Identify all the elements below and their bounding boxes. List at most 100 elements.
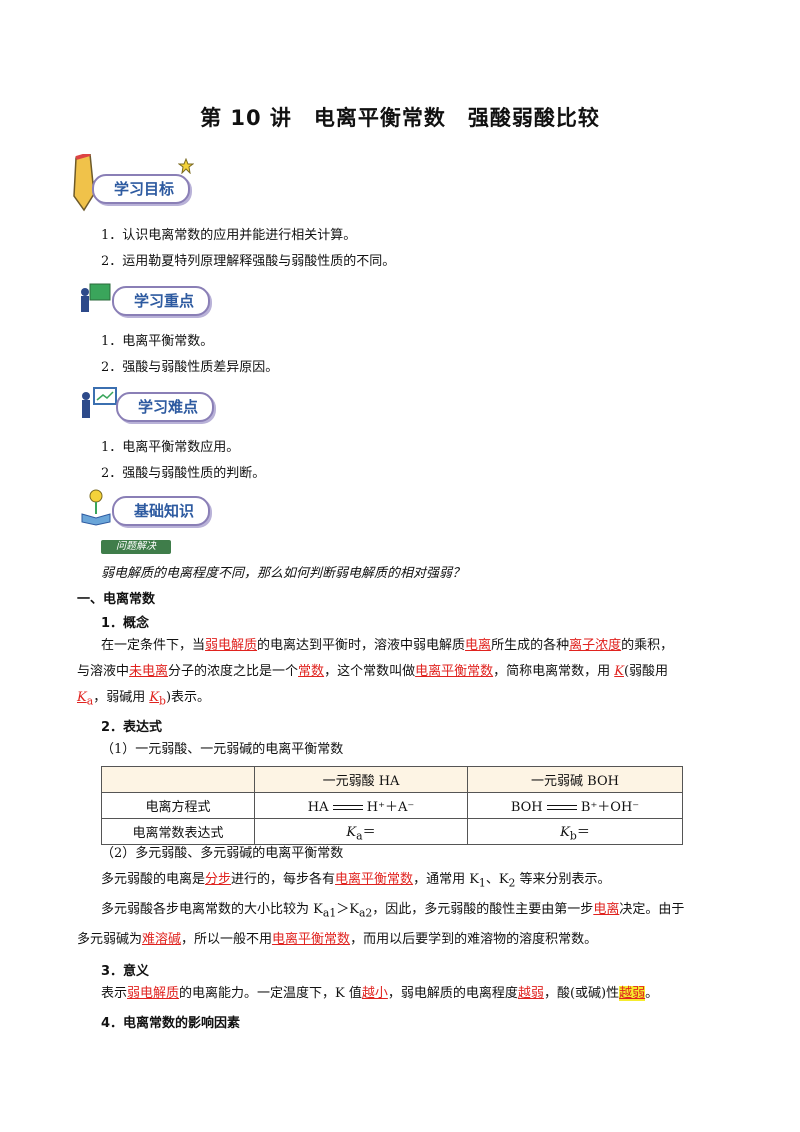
text: ，弱电解质的电离程度 xyxy=(387,986,518,1001)
highlighted-answer: 越弱 xyxy=(619,986,646,1001)
text: ＞K xyxy=(336,902,359,917)
table-cell: Kb＝ xyxy=(467,818,683,845)
text: ，这个常数叫做 xyxy=(324,664,416,679)
table-cell: HA H⁺＋A⁻ xyxy=(254,792,468,819)
expr-label: （1）一元弱酸、一元弱碱的电离平衡常数 xyxy=(101,742,344,757)
symbol: K xyxy=(77,690,87,705)
text: 在一定条件下，当 xyxy=(101,638,206,653)
table-cell: Ka＝ xyxy=(254,818,468,845)
text: 分子的浓度之比是一个 xyxy=(168,664,299,679)
text: ，而用以后要学到的难溶物的溶度积常数。 xyxy=(350,932,598,947)
blank-answer: 越小 xyxy=(361,986,388,1001)
table-row: 电离方程式 HA H⁺＋A⁻ BOH B⁺＋OH⁻ xyxy=(101,792,683,819)
difficulty-1: 1．电离平衡常数应用。 xyxy=(101,440,240,455)
symbol: K xyxy=(560,824,570,840)
intro-question: 弱电解质的电离程度不同，那么如何判断弱电解质的相对强弱？ xyxy=(101,566,466,581)
table-header: 一元弱酸 HA xyxy=(254,766,468,793)
blank-answer: Ka xyxy=(77,690,94,708)
banner-key: 学习重点 xyxy=(74,278,224,318)
text: ，弱碱用 xyxy=(93,690,150,705)
subscript: a xyxy=(356,829,363,843)
goal-1: 1．认识电离常数的应用并能进行相关计算。 xyxy=(101,228,357,243)
text: H⁺＋A⁻ xyxy=(366,800,415,815)
text: B⁺＋OH⁻ xyxy=(580,800,640,815)
section-1-3-heading: 3．意义 xyxy=(101,964,150,979)
table-row: 电离常数表达式 Ka＝ Kb＝ xyxy=(101,818,683,845)
pencil-icon xyxy=(73,154,95,212)
symbol: K xyxy=(149,690,160,705)
text: 的电离达到平衡时，溶液中弱电解质 xyxy=(257,638,466,653)
text: 的电离能力。一定温度下，K 值 xyxy=(179,986,362,1001)
difficulty-2: 2．强酸与弱酸性质的判断。 xyxy=(101,466,266,481)
multi-line-2: 多元弱酸各步电离常数的大小比较为 Ka1＞Ka2，因此，多元弱酸的酸性主要由第一… xyxy=(101,898,684,926)
text: ，简称电离常数，用 xyxy=(493,664,615,679)
text: ，酸(或碱)性 xyxy=(543,986,620,1001)
text: HA xyxy=(307,800,329,815)
subscript: 1 xyxy=(478,876,486,890)
banner-basics-label: 基础知识 xyxy=(134,502,195,520)
subscript: a2 xyxy=(358,906,373,920)
subscript: a xyxy=(86,694,94,708)
text: 、K xyxy=(485,872,509,887)
text: 多元弱酸各步电离常数的大小比较为 K xyxy=(101,902,323,917)
table-cell: BOH B⁺＋OH⁻ xyxy=(467,792,683,819)
subscript: a1 xyxy=(322,906,337,920)
text: 进行的，每步各有 xyxy=(231,872,336,887)
blank-answer: 弱电解质 xyxy=(127,986,180,1001)
text: 表示 xyxy=(101,986,128,1001)
table-row: 一元弱酸 HA 一元弱碱 BOH xyxy=(101,766,683,793)
blank-answer: 电离平衡常数 xyxy=(335,872,414,887)
text: 决定。由于 xyxy=(619,902,685,917)
equilibrium-arrow-icon xyxy=(332,804,363,812)
blank-answer: 电离平衡常数 xyxy=(415,664,494,679)
subscript: 2 xyxy=(508,876,516,890)
multi-line-1: 多元弱酸的电离是分步进行的，每步各有电离平衡常数，通常用 K1、K2 等来分别表… xyxy=(101,868,611,896)
concept-line-2: 与溶液中未电离分子的浓度之比是一个常数，这个常数叫做电离平衡常数，简称电离常数，… xyxy=(77,660,668,684)
text: 所生成的各种 xyxy=(491,638,570,653)
book-lightbulb-icon xyxy=(81,489,111,526)
banner-key-label: 学习重点 xyxy=(134,292,195,310)
blank-answer: 离子浓度 xyxy=(569,638,622,653)
star-icon xyxy=(178,158,194,174)
section-1-1-heading: 1．概念 xyxy=(101,616,150,631)
text: 与溶液中 xyxy=(77,664,130,679)
banner-goals: 学习目标 xyxy=(70,154,230,212)
text: 多元弱酸的电离是 xyxy=(101,872,206,887)
section-1-4-heading: 4．电离常数的影响因素 xyxy=(101,1016,241,1031)
meaning-line: 表示弱电解质的电离能力。一定温度下，K 值越小，弱电解质的电离程度越弱，酸(或碱… xyxy=(101,982,658,1006)
blank-answer: 越弱 xyxy=(517,986,544,1001)
goal-2: 2．运用勒夏特列原理解释强酸与弱酸性质的不同。 xyxy=(101,254,396,269)
text: ，因此，多元弱酸的酸性主要由第一步 xyxy=(372,902,594,917)
text: )表示。 xyxy=(165,690,211,705)
text: (弱酸用 xyxy=(623,664,669,679)
blank-answer: Kb xyxy=(149,690,166,708)
presenter-icon xyxy=(82,387,117,418)
keypoint-1: 1．电离平衡常数。 xyxy=(101,334,214,349)
keypoint-2: 2．强酸与弱酸性质差异原因。 xyxy=(101,360,279,375)
banner-basics: 基础知识 xyxy=(74,488,224,528)
text: 等来分别表示。 xyxy=(515,872,611,887)
equilibrium-arrow-icon xyxy=(546,804,577,812)
text: ＝ xyxy=(576,824,590,840)
section-1-2-heading: 2．表达式 xyxy=(101,720,163,735)
problem-solving-tag: 问题解决 xyxy=(101,540,171,554)
page-title: 第 10 讲 电离平衡常数 强酸弱酸比较 xyxy=(200,106,600,130)
table-header: 一元弱碱 BOH xyxy=(467,766,683,793)
text: 。 xyxy=(645,986,659,1001)
table-cell: 电离常数表达式 xyxy=(101,818,255,845)
section-1-heading: 一、电离常数 xyxy=(77,592,156,607)
blank-answer: 难溶碱 xyxy=(142,932,182,947)
ionization-table: 一元弱酸 HA 一元弱碱 BOH 电离方程式 HA H⁺＋A⁻ BOH B⁺＋O… xyxy=(101,766,683,845)
blank-answer: 未电离 xyxy=(129,664,169,679)
text: BOH xyxy=(510,800,543,815)
banner-difficult: 学习难点 xyxy=(74,384,224,424)
blank-answer: 电离平衡常数 xyxy=(272,932,351,947)
text: 多元弱碱为 xyxy=(77,932,143,947)
blank-answer: 电离 xyxy=(465,638,492,653)
subscript: b xyxy=(569,829,577,843)
blank-answer: 电离 xyxy=(593,902,620,917)
blank-answer: K xyxy=(614,664,624,679)
text: ，通常用 K xyxy=(413,872,479,887)
table-cell: 电离方程式 xyxy=(101,792,255,819)
concept-line-1: 在一定条件下，当弱电解质的电离达到平衡时，溶液中弱电解质电离所生成的各种离子浓度… xyxy=(101,634,673,658)
